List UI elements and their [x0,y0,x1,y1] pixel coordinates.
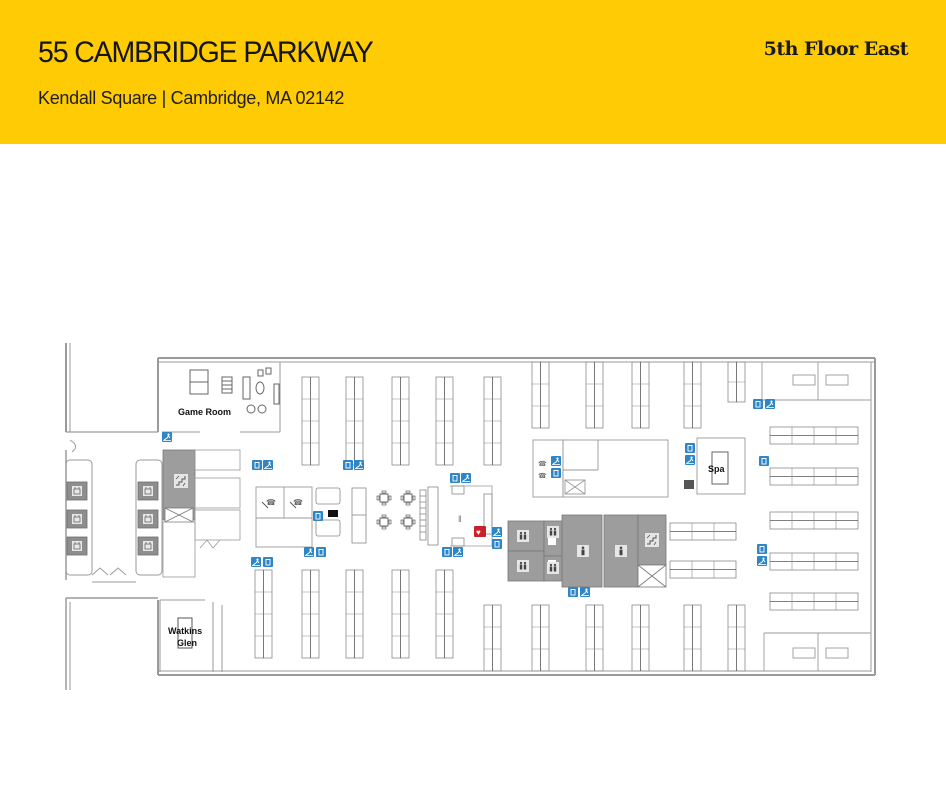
wet-floor-icon [491,526,503,538]
restroom-icon [547,526,559,538]
svg-text:☎: ☎ [293,498,303,507]
restroom-icon [577,545,589,557]
wet-floor-icon [550,455,562,467]
recycling-bin-icon [251,459,263,471]
watkins-glen-room[interactable] [159,599,223,672]
tv-monitor [328,510,338,517]
workstations-bottom [254,569,746,672]
svg-text:☎: ☎ [538,460,547,468]
workstations-top [301,361,746,466]
stairs-icon [173,473,189,489]
lounge-seating [315,487,367,544]
workstations-east [669,426,859,611]
building-title: 55 CAMBRIDGE PARKWAY [38,36,374,69]
stair-core-left [162,449,241,578]
recycling-bin-icon [312,510,324,522]
recycling-bin-icon [684,442,696,454]
recycling-bin-icon [315,546,327,558]
recycling-bin-icon [441,546,453,558]
aed-defibrillator-icon: ♥ [474,526,486,537]
offices-southeast [763,632,871,671]
building-address: Kendall Square | Cambridge, MA 02142 [38,88,345,108]
building-walls [65,343,876,690]
recycling-bin-icon [756,543,768,555]
restroom-icon [547,562,559,574]
recycling-bin-icon [752,398,764,410]
recycling-bin-icon [342,459,354,471]
wet-floor-icon [262,459,274,471]
offices-northeast [761,362,871,401]
recycling-bin-icon [567,586,579,598]
elevator-bank-right [137,481,159,556]
wet-floor-icon [250,556,262,568]
facility-signs [161,398,776,598]
central-core [507,514,667,588]
spa-room[interactable] [684,437,746,495]
elevator-lobby [65,439,163,583]
printer-icon [684,480,694,489]
room-label-game-room: Game Room [178,407,231,417]
recycling-bin-icon [491,538,503,550]
meeting-rooms-north: ☎ ☎ [532,439,669,498]
cafe-tables [376,490,416,530]
svg-text:☎: ☎ [538,472,547,480]
wet-floor-icon [452,546,464,558]
wet-floor-icon [579,586,591,598]
svg-text:♥: ♥ [476,528,481,537]
restroom-icon [615,545,627,557]
elevator-bank-left [66,481,88,556]
recycling-bin-icon [262,556,274,568]
phone-booths: ☎ ☎ [255,486,313,548]
recycling-bin-icon [449,472,461,484]
wet-floor-icon [460,472,472,484]
restroom-icon [517,530,529,542]
svg-text:☎: ☎ [266,498,276,507]
room-label-watkins-line2: Glen [177,638,197,648]
floor-label: 5th Floor East [763,38,909,60]
pantry-counter [419,485,493,547]
stairs-icon [644,532,660,548]
wet-floor-icon [756,555,768,567]
room-label-spa: Spa [708,464,726,474]
recycling-bin-icon [758,455,770,467]
restroom-icon [517,560,529,572]
wet-floor-icon [161,431,173,443]
wet-floor-icon [684,454,696,466]
wet-floor-icon [303,546,315,558]
recycling-bin-icon [550,467,562,479]
wet-floor-icon [764,398,776,410]
header-banner: 55 CAMBRIDGE PARKWAY Kendall Square | Ca… [0,0,946,144]
wet-floor-icon [353,459,365,471]
kitchen-icon: ‖ [458,514,462,524]
game-room[interactable] [162,362,281,433]
room-label-watkins-line1: Watkins [168,626,202,636]
